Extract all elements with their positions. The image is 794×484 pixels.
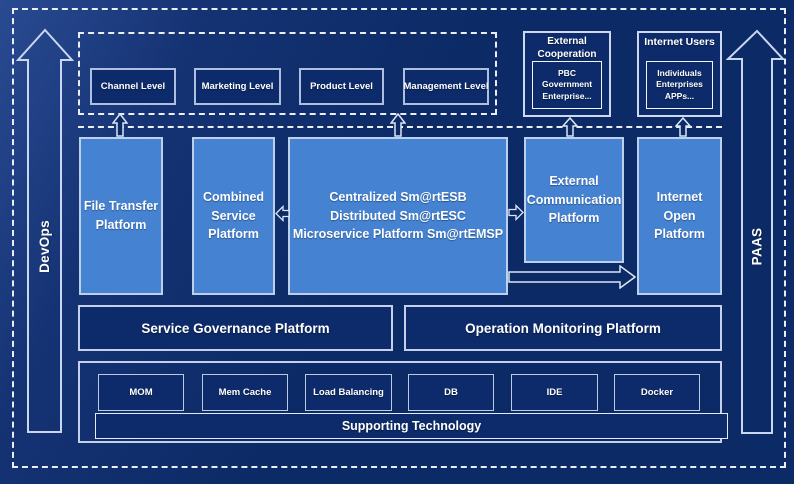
paas-rail: PAAS — [742, 59, 772, 433]
devops-rail: DevOps — [28, 60, 61, 433]
devops-label: DevOps — [37, 220, 53, 273]
channel-level-box: Channel Level — [90, 68, 176, 105]
combined-service-platform-box: Combined Service Platform — [192, 137, 275, 295]
outer-dashed-border — [12, 8, 786, 468]
central-esb-platform-box: Centralized Sm@rtESB Distributed Sm@rtES… — [288, 137, 508, 295]
paas-label: PAAS — [749, 227, 765, 265]
tech-box-docker: Docker — [614, 374, 700, 411]
up-arrow-icon — [390, 113, 406, 137]
paas-up-arrow-icon — [725, 29, 786, 434]
left-arrow-icon — [275, 205, 290, 222]
external-communication-platform-box: External Communication Platform — [524, 137, 624, 263]
management-level-box: Management Level — [403, 68, 489, 105]
marketing-level-box: Marketing Level — [194, 68, 281, 105]
supporting-technology-container — [78, 361, 722, 443]
central-line-2: Distributed Sm@rtESC — [330, 208, 466, 223]
supporting-technology-bar: Supporting Technology — [95, 413, 728, 439]
up-arrow-icon — [675, 117, 691, 137]
external-cooperation-box: External Cooperation PBC Government Ente… — [523, 31, 611, 117]
external-cooperation-members: PBC Government Enterprise... — [532, 61, 602, 109]
devops-up-arrow-icon — [15, 28, 75, 433]
long-right-arrow-icon — [508, 265, 637, 289]
tech-box-mom: MOM — [98, 374, 184, 411]
up-arrow-icon — [562, 117, 578, 137]
central-line-3: Microservice Platform Sm@rtEMSP — [292, 227, 504, 242]
file-transfer-platform-box: File Transfer Platform — [79, 137, 163, 295]
external-cooperation-title: External Cooperation — [537, 36, 597, 60]
up-arrow-icon — [112, 113, 128, 137]
levels-dashed-group — [78, 32, 497, 115]
product-level-box: Product Level — [299, 68, 384, 105]
tech-box-load-balancing: Load Balancing — [305, 374, 392, 411]
right-arrow-icon — [508, 204, 524, 221]
tech-box-db: DB — [408, 374, 494, 411]
service-governance-platform-box: Service Governance Platform — [78, 305, 393, 351]
tech-box-mem-cache: Mem Cache — [202, 374, 288, 411]
internet-users-title: Internet Users — [644, 36, 715, 48]
operation-monitoring-platform-box: Operation Monitoring Platform — [404, 305, 722, 351]
tech-box-ide: IDE — [511, 374, 598, 411]
internet-users-box: Internet Users Individuals Enterprises A… — [637, 31, 722, 117]
internet-open-platform-box: Internet Open Platform — [637, 137, 722, 295]
central-line-1: Centralized Sm@rtESB — [329, 189, 467, 204]
internet-users-members: Individuals Enterprises APPs... — [646, 61, 713, 109]
